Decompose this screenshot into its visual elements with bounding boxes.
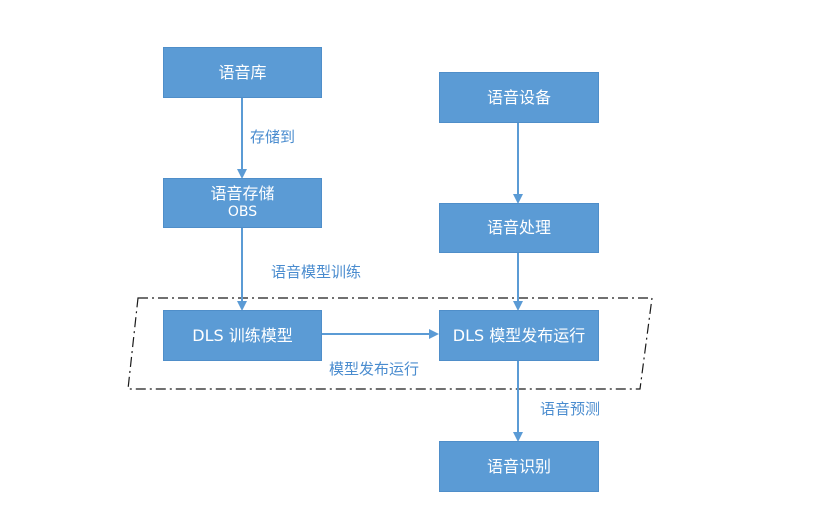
node-speech-processing: 语音处理 bbox=[439, 203, 599, 253]
node-speech-library: 语音库 bbox=[163, 47, 322, 98]
edge-label-model-deploy-run: 模型发布运行 bbox=[329, 360, 420, 378]
node-speech-recognition-label: 语音识别 bbox=[486, 456, 551, 476]
model-platform-group-border bbox=[127, 297, 653, 390]
node-dls-deploy-label: DLS 模型发布运行 bbox=[452, 325, 586, 345]
node-speech-device: 语音设备 bbox=[439, 72, 599, 123]
edge-label-store-to: 存储到 bbox=[250, 128, 296, 146]
node-dls-train-label: DLS 训练模型 bbox=[192, 325, 293, 345]
node-speech-storage-label: 语音存储 bbox=[210, 184, 275, 204]
node-speech-library-label: 语音库 bbox=[218, 62, 267, 82]
node-dls-train: DLS 训练模型 bbox=[163, 310, 322, 361]
node-speech-storage-sublabel: OBS bbox=[227, 204, 258, 221]
node-speech-storage: 语音存储 OBS bbox=[163, 178, 322, 228]
node-speech-processing-label: 语音处理 bbox=[486, 218, 551, 237]
edge-label-speech-model-training: 语音模型训练 bbox=[271, 263, 362, 281]
node-speech-recognition: 语音识别 bbox=[439, 441, 599, 492]
node-dls-deploy: DLS 模型发布运行 bbox=[439, 310, 599, 361]
node-speech-device-label: 语音设备 bbox=[486, 87, 551, 107]
edge-label-speech-prediction: 语音预测 bbox=[540, 400, 601, 418]
